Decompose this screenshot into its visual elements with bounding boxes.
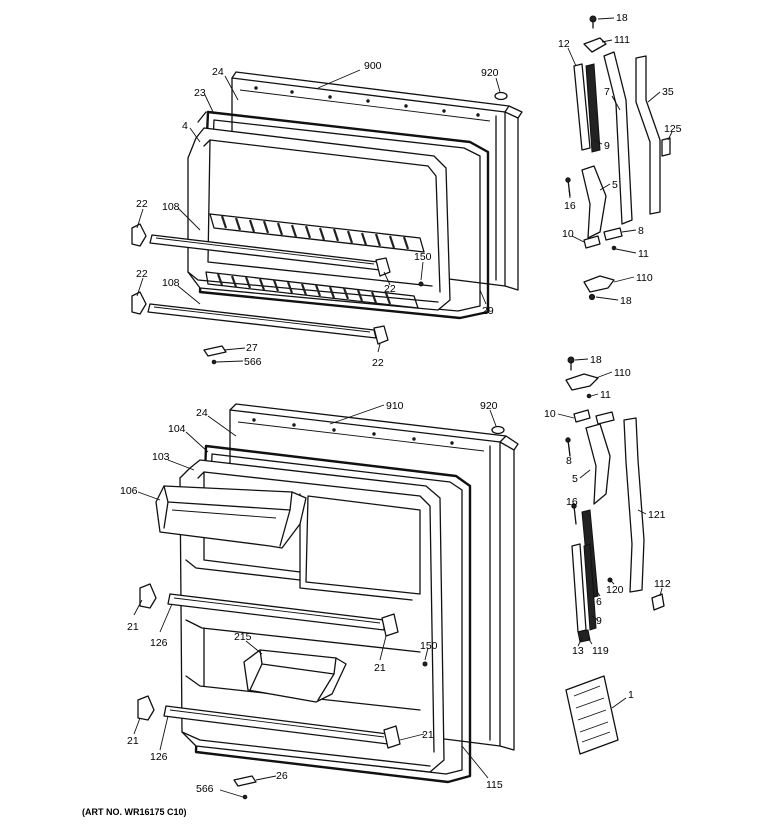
shelf-end-cap-left-lower [131, 291, 147, 315]
callout-8-top: 8 [638, 225, 644, 237]
plug-button-bottom [491, 425, 505, 435]
callout-4: 4 [182, 120, 188, 132]
callout-11-top: 11 [638, 248, 649, 260]
callout-112: 112 [654, 578, 671, 590]
callout-111: 111 [614, 34, 630, 46]
callout-115: 115 [486, 779, 503, 791]
freezer-shelf-bar-lower [147, 303, 377, 339]
fresh-food-door-assembly [137, 403, 519, 800]
callout-labels-top: 900 920 24 23 4 22 108 22 108 150 22 29 … [136, 60, 499, 369]
freezer-door-assembly [131, 71, 523, 365]
callout-9-top: 9 [604, 140, 610, 152]
callout-22-d: 22 [372, 357, 384, 369]
callout-22-c: 22 [384, 283, 396, 295]
callout-125: 125 [664, 123, 682, 135]
callout-5-bottom: 5 [572, 473, 578, 485]
plug-button-top [494, 91, 508, 101]
callout-120: 120 [606, 584, 624, 596]
callout-566-top: 566 [244, 356, 262, 368]
shelf-end-cap-21-left-lower [137, 695, 155, 721]
door-bin-215 [243, 649, 347, 703]
callout-121: 121 [648, 509, 666, 521]
callout-21-c: 21 [127, 735, 139, 747]
callout-110-top: 110 [636, 272, 653, 284]
callout-16-bottom: 16 [566, 496, 578, 508]
freezer-hinge-hardware [565, 15, 671, 301]
callout-6: 6 [596, 596, 602, 608]
screw-566-bottom [242, 794, 248, 800]
callout-10-top: 10 [562, 228, 574, 240]
callout-21-a: 21 [127, 621, 139, 633]
freezer-inner-liner [187, 127, 451, 311]
callout-21-d: 21 [422, 729, 434, 741]
shelf-end-cap-21-right-upper [381, 613, 399, 637]
callout-29: 29 [482, 305, 494, 317]
callout-labels-bottom: 910 920 24 104 103 106 21 126 215 150 21… [120, 400, 503, 795]
door-shelf-bar-upper [167, 593, 385, 631]
callout-5-top: 5 [612, 179, 618, 191]
callout-13: 13 [572, 645, 584, 657]
callout-10-bottom: 10 [544, 408, 556, 420]
callout-1: 1 [628, 689, 634, 701]
callout-23: 23 [194, 87, 206, 99]
callout-150-top: 150 [414, 251, 432, 263]
shelf-end-cap-21-right-lower [383, 725, 401, 749]
callout-18-b: 18 [620, 295, 632, 307]
shelf-end-cap-right-upper [375, 257, 391, 277]
door-stop-27 [203, 345, 227, 357]
callout-7: 7 [604, 86, 610, 98]
callout-920-top: 920 [481, 67, 499, 79]
art-number: (ART NO. WR16175 C10) [82, 807, 187, 817]
callout-11-bottom: 11 [600, 389, 611, 401]
callout-8-bottom: 8 [566, 455, 572, 467]
callout-126-a: 126 [150, 637, 168, 649]
callout-16-top: 16 [564, 200, 576, 212]
screw-150-bottom [422, 661, 428, 667]
callout-22-b: 22 [136, 268, 148, 280]
callout-35: 35 [662, 86, 674, 98]
callout-24-bottom: 24 [196, 407, 208, 419]
callout-566-bottom: 566 [196, 783, 214, 795]
callout-900: 900 [364, 60, 382, 72]
shelf-end-cap-left-upper [131, 223, 147, 247]
screw-150-top [418, 281, 424, 287]
callout-106: 106 [120, 485, 138, 497]
callout-labels-top-right: 18 12 111 7 35 9 125 5 16 8 10 11 110 18 [558, 12, 682, 307]
callout-110-bottom: 110 [614, 367, 631, 379]
callout-21-b: 21 [374, 662, 386, 674]
callout-920-bottom: 920 [480, 400, 498, 412]
callout-18-bottom: 18 [590, 354, 602, 366]
owners-manual-booklet [565, 675, 619, 755]
door-stop-26 [233, 775, 257, 787]
callout-22-a: 22 [136, 198, 148, 210]
callout-labels-bottom-right: 18 110 11 10 8 5 16 121 120 6 112 9 13 1… [544, 354, 671, 701]
dairy-compartment-106 [155, 485, 307, 549]
callout-24-top: 24 [212, 66, 224, 78]
shelf-end-cap-right-lower [373, 325, 389, 345]
callout-26: 26 [276, 770, 288, 782]
callout-119: 119 [592, 645, 609, 657]
callout-12: 12 [558, 38, 570, 50]
screw-566-top [211, 359, 217, 365]
fresh-food-hinge-hardware [565, 356, 665, 755]
callout-215: 215 [234, 631, 252, 643]
callout-910: 910 [386, 400, 404, 412]
callout-18-a: 18 [616, 12, 628, 24]
leader-lines [133, 17, 673, 798]
callout-108-a: 108 [162, 201, 180, 213]
callout-150-bottom: 150 [420, 640, 438, 652]
callout-27: 27 [246, 342, 258, 354]
shelf-end-cap-21-left-upper [139, 583, 157, 609]
callout-9-bottom: 9 [596, 615, 602, 627]
callout-108-b: 108 [162, 277, 180, 289]
callout-103: 103 [152, 451, 170, 463]
callout-126-b: 126 [150, 751, 168, 763]
callout-104: 104 [168, 423, 186, 435]
